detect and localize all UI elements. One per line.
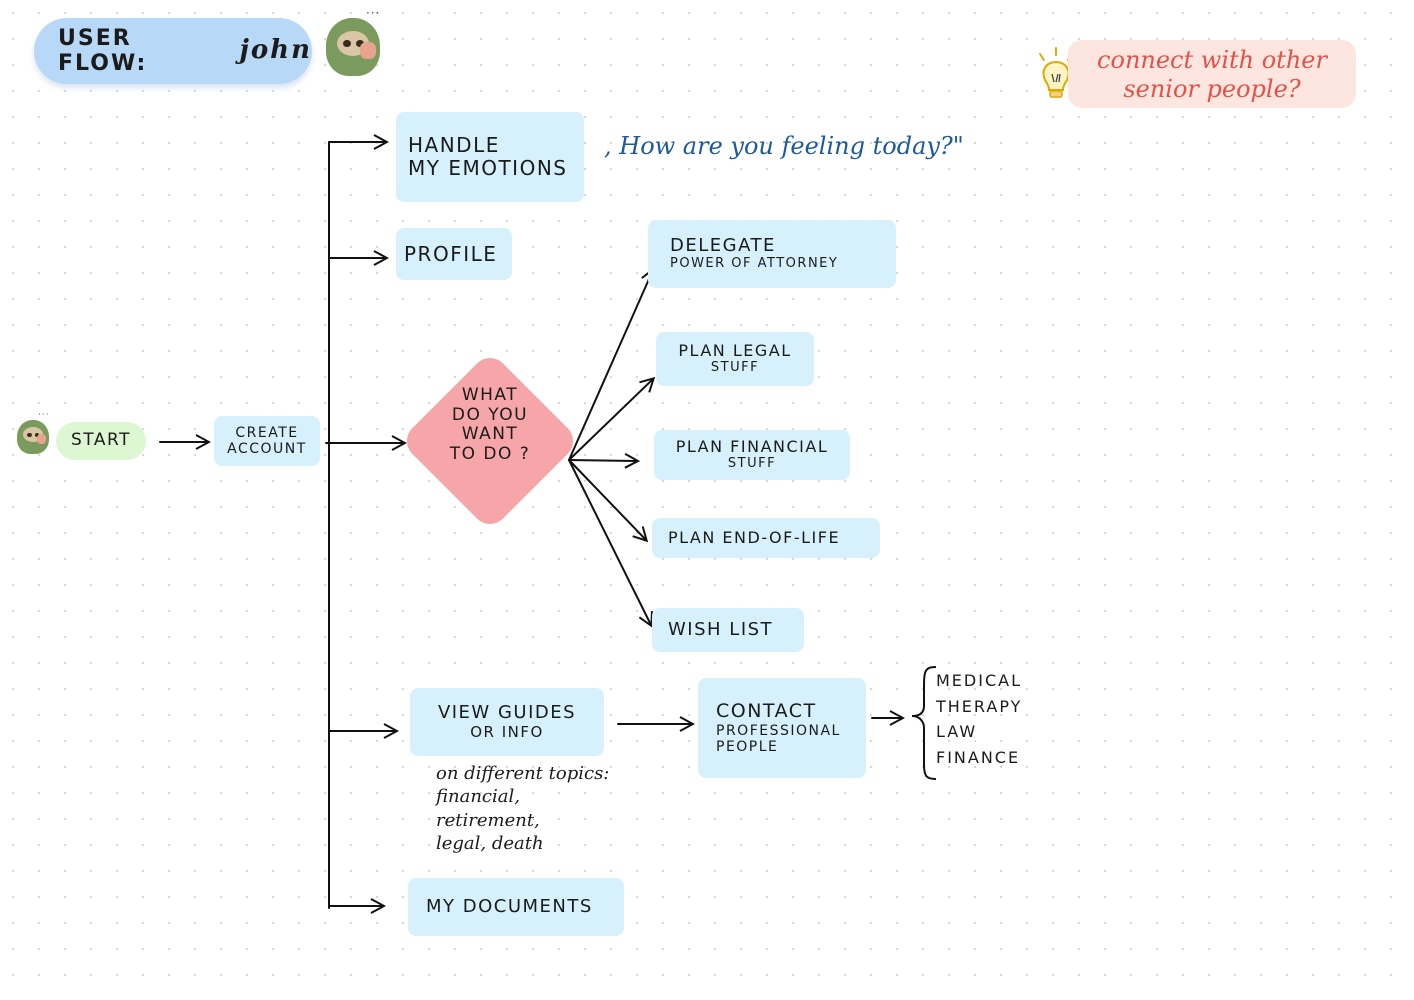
feeling-note: , How are you feeling today?"	[604, 132, 964, 160]
delegate-line2: POWER OF ATTORNEY	[670, 255, 839, 271]
decision-line2: DO YOU	[451, 404, 529, 425]
idea-note: connect with other senior people?	[1068, 40, 1356, 108]
title-name: john	[239, 35, 312, 66]
start-node: START	[56, 422, 146, 460]
plan-end-of-life-node: PLAN END-OF-LIFE	[652, 518, 880, 558]
delegate-node: DELEGATE POWER OF ATTORNEY	[648, 220, 896, 288]
delegate-line1: DELEGATE	[670, 235, 776, 257]
sloth-avatar-icon	[17, 420, 49, 454]
decision-line4: TO DO ?	[449, 443, 531, 464]
contact-category-item: FINANCE	[936, 747, 1021, 767]
guides-note-line3: legal, death	[436, 833, 544, 855]
contact-line1: CONTACT	[716, 699, 817, 722]
create-account-label: CREATE ACCOUNT	[227, 424, 307, 457]
avatar-more-icon: ···	[366, 6, 381, 20]
contact-line2: PROFESSIONAL	[716, 722, 841, 739]
contact-category-list: MEDICAL THERAPY LAW FINANCE	[936, 668, 1022, 770]
contact-category-item: THERAPY	[936, 696, 1023, 716]
plan-legal-node: PLAN LEGAL STUFF	[656, 332, 814, 386]
brace-icon	[911, 666, 937, 780]
user-flow-title: USER FLOW: john	[34, 18, 312, 84]
wish-list-node: WISH LIST	[652, 608, 804, 652]
profile-node: PROFILE	[396, 228, 512, 280]
decision-text: WHAT DO YOU WANT TO DO ?	[420, 385, 560, 464]
wish-list-label: WISH LIST	[668, 618, 774, 640]
sloth-avatar-icon	[326, 18, 380, 76]
create-account-node: CREATE ACCOUNT	[214, 416, 320, 466]
contact-category-item: LAW	[936, 722, 978, 742]
view-guides-node: VIEW GUIDES OR INFO	[410, 688, 604, 756]
plan-financial-line2: STUFF	[727, 455, 777, 471]
title-prefix: USER FLOW:	[58, 25, 148, 76]
guides-note-line1: on different topics:	[436, 763, 610, 784]
idea-note-line2: senior people?	[1123, 74, 1301, 103]
guides-note-line2: financial, retirement,	[436, 786, 540, 831]
profile-label: PROFILE	[404, 241, 498, 266]
avatar-more-icon: ···	[38, 410, 50, 420]
guides-topics-note: on different topics: financial, retireme…	[436, 762, 626, 856]
idea-note-line1: connect with other	[1097, 46, 1327, 74]
decision-line3: WANT	[461, 424, 519, 445]
view-guides-line2: OR INFO	[470, 722, 544, 741]
plan-legal-line2: STUFF	[710, 359, 760, 375]
view-guides-line1: VIEW GUIDES	[437, 702, 577, 724]
handle-emotions-line2: MY EMOTIONS	[408, 156, 568, 180]
plan-financial-node: PLAN FINANCIAL STUFF	[654, 430, 850, 480]
contact-category-item: MEDICAL	[936, 671, 1022, 690]
my-documents-node: MY DOCUMENTS	[408, 878, 624, 936]
plan-legal-line1: PLAN LEGAL	[678, 341, 792, 361]
decision-line1: WHAT	[461, 385, 519, 405]
plan-end-of-life-label: PLAN END-OF-LIFE	[668, 527, 841, 547]
contact-line3: PEOPLE	[716, 738, 779, 755]
plan-financial-line1: PLAN FINANCIAL	[675, 437, 829, 457]
handle-emotions-node: HANDLE MY EMOTIONS	[396, 112, 584, 202]
my-documents-label: MY DOCUMENTS	[426, 895, 593, 917]
handle-emotions-line1: HANDLE	[408, 133, 500, 157]
contact-professional-node: CONTACT PROFESSIONAL PEOPLE	[698, 678, 866, 778]
